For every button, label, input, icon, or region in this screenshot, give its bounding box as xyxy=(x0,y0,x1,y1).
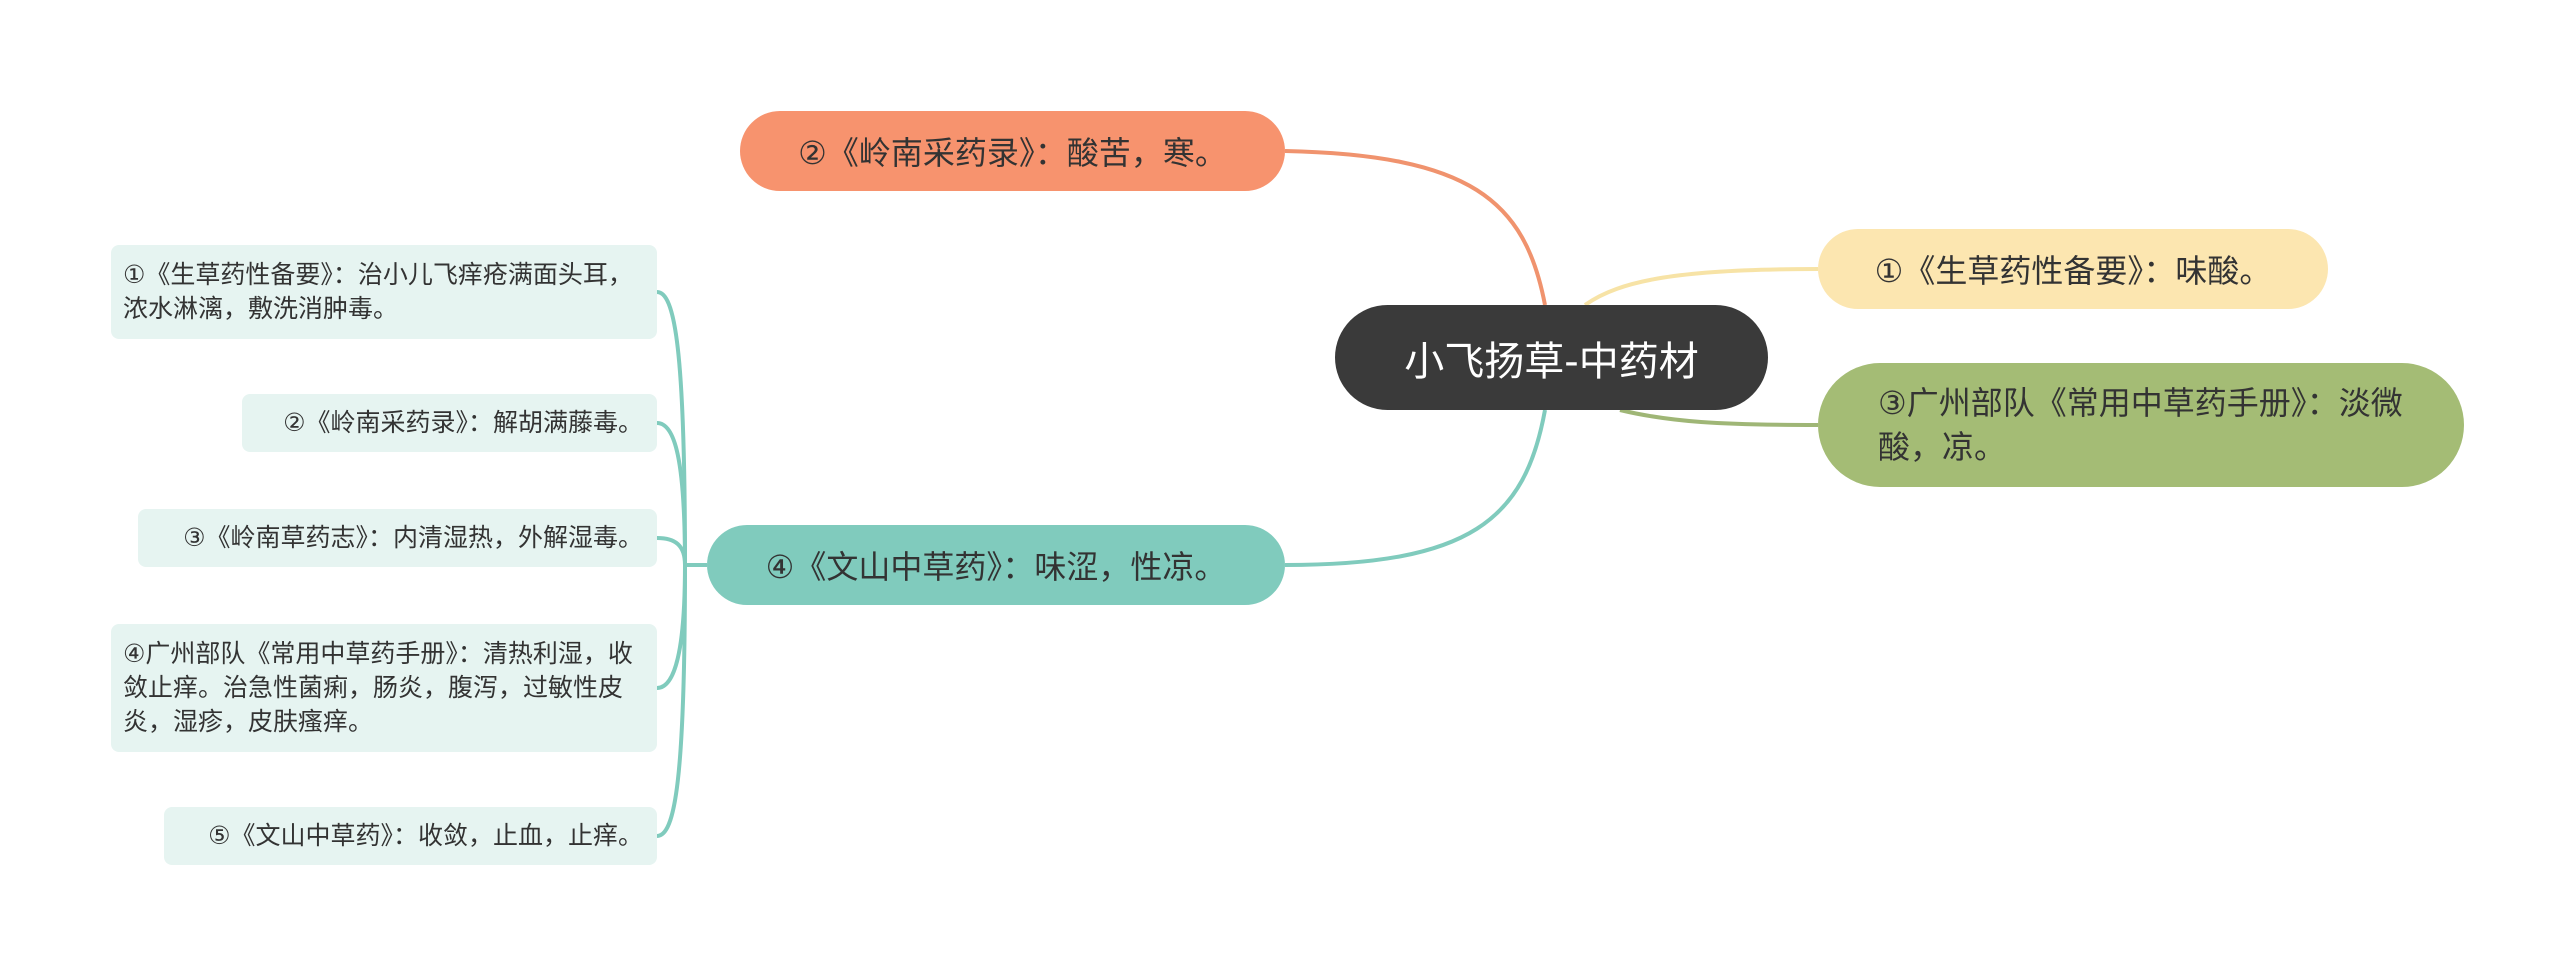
leaf-node-3[interactable]: ③《岭南草药志》：内清湿热，外解湿毒。 xyxy=(138,509,657,567)
link-center-to-branch-3 xyxy=(1619,408,1819,427)
central-topic-label: 小飞扬草-中药材 xyxy=(1404,338,1699,385)
branch-node-2[interactable]: ②《岭南采药录》：酸苦，寒。 xyxy=(740,111,1285,191)
branch-node-2-label: ②《岭南采药录》：酸苦，寒。 xyxy=(798,134,1227,172)
link-branch4-to-leaf-1 xyxy=(656,290,687,566)
leaf-node-5[interactable]: ⑤《文山中草药》：收敛，止血，止痒。 xyxy=(164,807,657,865)
branch-node-4-label: ④《文山中草药》：味涩，性凉。 xyxy=(765,548,1227,586)
link-center-to-branch-1 xyxy=(1583,267,1819,307)
link-center-to-branch-2 xyxy=(1284,149,1547,306)
link-center-to-branch-4 xyxy=(1284,409,1547,567)
link-branch4-to-leaf-3 xyxy=(656,536,687,566)
branch-node-3[interactable]: ③广州部队《常用中草药手册》：淡微酸，凉。 xyxy=(1818,363,2464,487)
link-branch4-to-leaf-4 xyxy=(656,564,687,690)
leaf-node-4-label: ④广州部队《常用中草药手册》：清热利湿，收敛止痒。治急性菌痢，肠炎，腹泻，过敏性… xyxy=(123,639,633,736)
leaf-node-1-label: ①《生草药性备要》：治小儿飞痒疮满面头耳，浓水淋漓，敷洗消肿毒。 xyxy=(123,260,633,323)
leaf-node-2[interactable]: ②《岭南采药录》：解胡满藤毒。 xyxy=(242,394,657,452)
leaf-node-1[interactable]: ①《生草药性备要》：治小儿飞痒疮满面头耳，浓水淋漓，敷洗消肿毒。 xyxy=(111,245,657,339)
leaf-node-4[interactable]: ④广州部队《常用中草药手册》：清热利湿，收敛止痒。治急性菌痢，肠炎，腹泻，过敏性… xyxy=(111,624,657,752)
link-branch4-to-leaf-5 xyxy=(656,564,687,838)
link-branch4-to-leaf-2 xyxy=(656,421,687,566)
branch-node-1[interactable]: ①《生草药性备要》：味酸。 xyxy=(1818,229,2328,309)
leaf-node-5-label: ⑤《文山中草药》：收敛，止血，止痒。 xyxy=(208,821,643,850)
central-topic[interactable]: 小飞扬草-中药材 xyxy=(1335,305,1768,410)
leaf-node-3-label: ③《岭南草药志》：内清湿热，外解湿毒。 xyxy=(183,523,643,552)
branch-node-3-label: ③广州部队《常用中草药手册》：淡微酸，凉。 xyxy=(1878,384,2403,466)
branch-node-1-label: ①《生草药性备要》：味酸。 xyxy=(1874,252,2272,290)
leaf-node-2-label: ②《岭南采药录》：解胡满藤毒。 xyxy=(283,408,643,437)
branch-node-4[interactable]: ④《文山中草药》：味涩，性凉。 xyxy=(707,525,1285,605)
